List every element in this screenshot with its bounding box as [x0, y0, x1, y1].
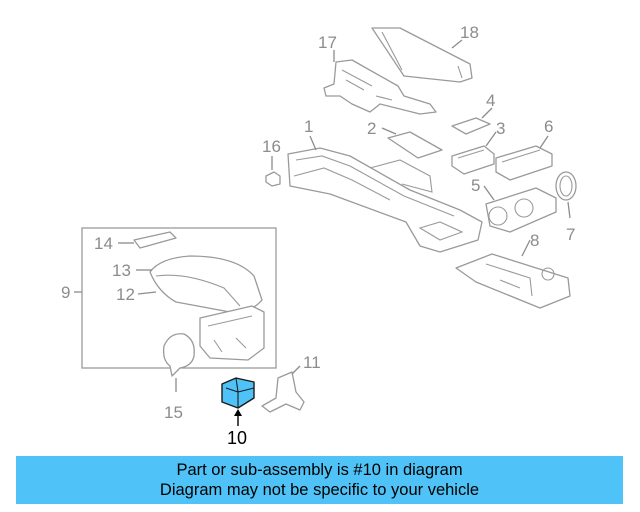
callout-3: 3: [496, 119, 505, 138]
callout-11: 11: [303, 353, 321, 372]
part-1-console: [287, 147, 483, 253]
part-8-base: [455, 253, 571, 309]
callout-17: 17: [318, 33, 337, 52]
callout-12: 12: [116, 285, 135, 304]
banner-line-disclaimer: Diagram may not be specific to your vehi…: [159, 481, 480, 499]
callout-13: 13: [112, 261, 131, 280]
callout-5: 5: [471, 176, 480, 195]
info-banner: Part or sub-assembly is #10 in diagram D…: [16, 456, 623, 504]
part-5-cupholder: [485, 187, 557, 233]
callout-15: 15: [164, 403, 183, 422]
callout-2: 2: [367, 119, 376, 138]
callout-8: 8: [530, 231, 539, 250]
part-4: [451, 117, 491, 135]
callout-18: 18: [460, 23, 479, 42]
part-3: [451, 145, 495, 175]
callout-6: 6: [544, 117, 553, 136]
part-10-highlighted: [221, 377, 255, 409]
callout-10: 10: [227, 428, 247, 448]
part-11-bracket: [261, 371, 305, 413]
callout-4: 4: [486, 91, 495, 110]
part-2: [387, 131, 443, 159]
callout-9: 9: [61, 283, 70, 302]
banner-line-part-number: Part or sub-assembly is #10 in diagram: [176, 461, 463, 479]
part-18-trim-cover: [371, 27, 473, 83]
part-16: [265, 171, 281, 187]
part-9-armrest-group: [74, 227, 277, 369]
callout-7: 7: [566, 225, 575, 244]
part-6: [495, 145, 553, 181]
callout-1: 1: [304, 117, 313, 136]
part-15-knob: [162, 333, 195, 377]
part-17-bracket: [323, 59, 437, 115]
part-7-ring: [555, 171, 577, 201]
parts-diagram: 1 2 3 4 5 6 7 8 9 10 11 12 13 14 15 16 1…: [61, 23, 577, 448]
callout-16: 16: [262, 137, 281, 156]
callout-14: 14: [94, 234, 113, 253]
